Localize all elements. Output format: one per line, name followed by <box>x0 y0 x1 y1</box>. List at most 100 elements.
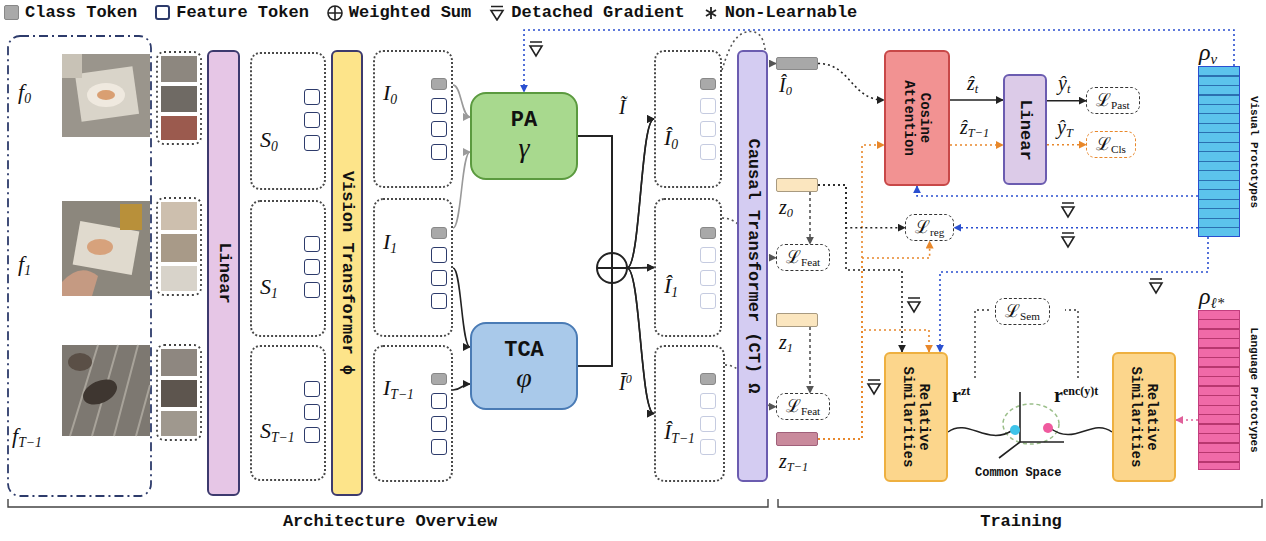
node-label: I1 <box>383 230 397 254</box>
frame-detail <box>87 83 125 107</box>
math-base: ℒ <box>1005 301 1020 321</box>
annotation-label: f1 <box>18 252 31 276</box>
feature-token <box>700 247 716 263</box>
node-label: ℒreg <box>915 216 944 239</box>
feature-token <box>700 416 716 432</box>
token-group-box: S1 <box>250 200 326 337</box>
connector <box>818 64 884 101</box>
math-base: I <box>383 80 390 105</box>
feature-token <box>304 89 320 105</box>
detached-gradient-symbol <box>491 6 503 20</box>
token-group-box: Î1 <box>654 198 722 337</box>
math-index: T−1 <box>390 387 414 402</box>
math-base: Î <box>664 124 671 149</box>
feature-token <box>304 236 320 252</box>
math-base: Ĩ <box>619 96 626 118</box>
math-index: T−1 <box>968 126 989 140</box>
node-label: ÎT−1 <box>664 420 695 444</box>
leader-line <box>1065 310 1078 378</box>
math-base: ρ <box>1199 39 1211 65</box>
annotation-label: Training <box>980 513 1062 532</box>
embedding-dot <box>1010 425 1020 435</box>
math-index: ℓ* <box>1211 295 1225 311</box>
feature-token <box>431 393 447 409</box>
legend-item: Feature Token <box>155 3 309 22</box>
math-base: ŷ <box>1057 116 1066 138</box>
math-index: 0 <box>787 206 793 220</box>
module-bar: Causal Transformer (CT) Ω <box>737 50 768 482</box>
section-bracket <box>8 499 768 507</box>
annotation-label: f0 <box>18 80 31 104</box>
math-base: ẑ <box>960 116 968 138</box>
connector <box>524 30 1234 92</box>
node-label: Î0 <box>779 74 792 96</box>
common-space-sphere <box>1003 404 1059 444</box>
feature-token <box>431 98 447 114</box>
node-label: ℒFeat <box>786 395 820 418</box>
math-index: Sem <box>1020 310 1040 322</box>
detached-gradient-symbol <box>1062 203 1074 217</box>
math-base: f <box>18 251 24 276</box>
math-index: 0 <box>671 136 678 151</box>
prototype-bank: ρvVisual Prototypes <box>1198 66 1240 237</box>
legend-item: Weighted Sum <box>327 3 471 22</box>
feature-token <box>304 259 320 275</box>
math-base: r <box>952 384 961 406</box>
embedding-dot <box>1043 423 1053 433</box>
detached-gradient-symbol <box>1062 233 1074 247</box>
prototype-bank: ρℓ*Language Prototypes <box>1198 310 1240 470</box>
node-label: Cosine Attention <box>901 56 933 180</box>
frame-detail <box>62 270 98 296</box>
math-base: ρ <box>1199 283 1211 309</box>
node-label: Language Prototypes <box>1248 310 1260 470</box>
math-base: S <box>260 418 271 443</box>
legend-swatch <box>703 5 719 21</box>
feature-token <box>304 427 320 443</box>
weighted-sum-symbol <box>328 6 342 20</box>
token-group-box: I1 <box>373 198 453 337</box>
math-index: 1 <box>390 240 397 255</box>
node-label: ℒFeat <box>786 246 820 269</box>
video-frame <box>62 201 150 296</box>
math-index: T−1 <box>671 431 695 446</box>
annotation-label: fT−1 <box>12 424 42 448</box>
math-index: T <box>1066 126 1073 140</box>
math-index: 1 <box>271 286 278 301</box>
loss-box: ℒFeat <box>776 393 830 420</box>
node-label: z1 <box>779 331 793 353</box>
math-base: z <box>779 450 787 472</box>
token-group-box: Î0 <box>654 50 722 188</box>
node-label: S1 <box>260 275 278 299</box>
video-frame <box>62 345 150 436</box>
connector <box>1176 419 1198 421</box>
legend-label: Detached Gradient <box>511 3 684 22</box>
math-base: Î <box>779 74 786 96</box>
feature-token <box>700 293 716 309</box>
feature-token <box>700 98 716 114</box>
math-index: 0 <box>786 84 792 98</box>
loss-box: ℒCls <box>1086 131 1136 158</box>
edge-label: Ī0 <box>617 372 634 394</box>
leader-line <box>975 310 989 378</box>
math-base: ℒ <box>1096 90 1111 110</box>
output-token: Î0 <box>776 57 818 70</box>
connector <box>818 185 902 352</box>
patch-group <box>157 345 201 440</box>
loss-box: ℒPast <box>1086 87 1140 114</box>
connector <box>453 152 470 228</box>
math-index: T−1 <box>271 430 295 445</box>
math-index: T−1 <box>787 460 808 474</box>
legend-label: Weighted Sum <box>349 3 471 22</box>
patch <box>161 116 197 140</box>
node-label: Vision Transformer ϕ <box>337 56 357 490</box>
edge-label: ẑT−1 <box>958 116 991 138</box>
math-base: S <box>260 126 271 151</box>
legend-swatch <box>489 5 505 21</box>
node-label: Linear <box>1015 80 1035 179</box>
connector <box>809 327 811 393</box>
token-group-box: S0 <box>250 52 326 190</box>
connector <box>578 268 654 367</box>
math-base: ℒ <box>1096 134 1111 154</box>
feature-token <box>431 121 447 137</box>
